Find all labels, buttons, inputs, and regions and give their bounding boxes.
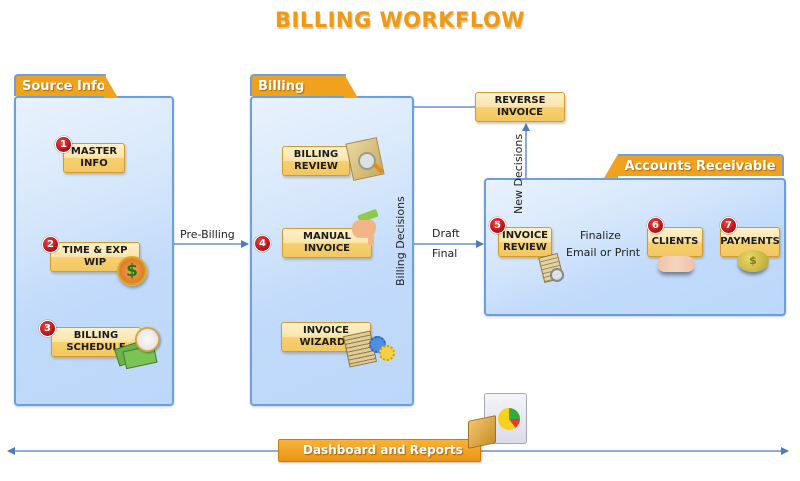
step-badge-6: 6 xyxy=(647,217,664,234)
piggy-bank-icon: $ xyxy=(737,250,769,272)
email-or-print-label: Email or Print xyxy=(566,246,641,259)
pointing-hand-icon xyxy=(348,208,380,246)
step-badge-5: 5 xyxy=(489,217,506,234)
step-badge-1: 1 xyxy=(55,136,72,153)
dashboard-reports-button[interactable]: Dashboard and Reports xyxy=(278,439,481,462)
final-label: Final xyxy=(432,247,458,260)
finalize-label: Finalize xyxy=(580,229,621,242)
accounts-receivable-tab: Accounts Receivable xyxy=(618,154,784,176)
new-decisions-label: New Decisions xyxy=(512,133,525,214)
invoice-magnifier-lens-icon xyxy=(550,268,564,282)
billing-decisions-label: Billing Decisions xyxy=(394,196,407,286)
diagram-title: BILLING WORKFLOW xyxy=(275,8,525,32)
step-badge-4: 4 xyxy=(254,235,271,252)
billing-tab-edge xyxy=(344,74,358,98)
pre-billing-label: Pre-Billing xyxy=(180,228,235,241)
source-info-tab-edge xyxy=(104,74,118,98)
accounts-receivable-tab-edge xyxy=(604,154,618,178)
yellow-gear-icon xyxy=(379,345,395,361)
handshake-icon xyxy=(657,256,695,272)
billing-review-box[interactable]: BILLING REVIEW xyxy=(282,146,350,176)
invoice-review-box[interactable]: INVOICE REVIEW xyxy=(498,227,552,257)
clock-icon xyxy=(135,327,160,352)
step-badge-2: 2 xyxy=(42,236,59,253)
clock-dollar-icon: $ xyxy=(117,256,147,286)
master-info-box[interactable]: MASTER INFO xyxy=(63,143,125,173)
source-info-tab: Source Info xyxy=(14,74,106,96)
draft-label: Draft xyxy=(432,227,460,240)
step-badge-3: 3 xyxy=(39,320,56,337)
step-badge-7: 7 xyxy=(720,217,737,234)
magnifier-lens-icon xyxy=(358,152,376,170)
reverse-invoice-box[interactable]: REVERSE INVOICE xyxy=(475,92,565,122)
billing-tab: Billing xyxy=(250,74,346,96)
folder-icon xyxy=(468,415,496,449)
